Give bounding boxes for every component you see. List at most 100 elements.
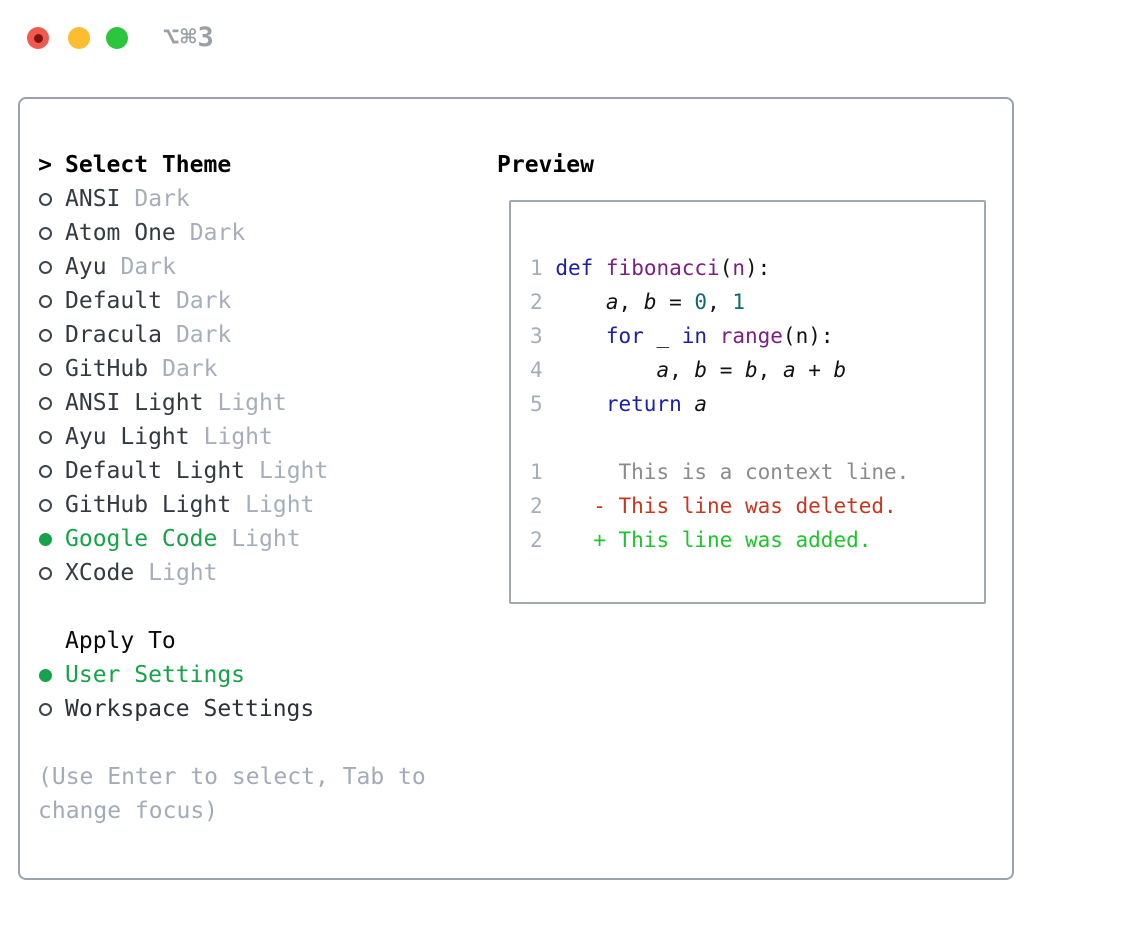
code-token bbox=[593, 256, 606, 280]
theme-name: Google Code bbox=[65, 526, 218, 552]
code-token bbox=[707, 324, 720, 348]
diff-indent bbox=[543, 460, 619, 484]
blank-line bbox=[530, 421, 984, 455]
code-token: , bbox=[707, 290, 733, 314]
diff-preview: 1 This is a context line.2 - This line w… bbox=[530, 455, 984, 557]
radio-icon bbox=[38, 226, 52, 240]
theme-option-google-code[interactable]: Google Code Light bbox=[38, 522, 458, 556]
code-token: b bbox=[745, 358, 758, 382]
radio-icon bbox=[38, 668, 52, 682]
theme-option-dracula[interactable]: Dracula Dark bbox=[38, 318, 458, 352]
theme-variant-badge: Dark bbox=[134, 186, 190, 212]
minimize-button[interactable] bbox=[68, 27, 90, 49]
diff-text: + This line was added. bbox=[593, 528, 872, 552]
radio-icon bbox=[38, 396, 52, 410]
diff-line-context: 1 This is a context line. bbox=[530, 455, 984, 489]
code-token bbox=[543, 324, 606, 348]
apply-option-workspace-settings[interactable]: Workspace Settings bbox=[38, 692, 458, 726]
code-token: ( bbox=[719, 256, 733, 280]
theme-name: Ayu bbox=[65, 254, 107, 280]
apply-to-header: Apply To bbox=[38, 624, 458, 658]
theme-variant-badge: Light bbox=[259, 458, 329, 484]
code-token: , bbox=[757, 358, 783, 382]
theme-variant-badge: Light bbox=[148, 560, 218, 586]
zoom-button[interactable] bbox=[106, 27, 128, 49]
line-number: 4 bbox=[530, 358, 543, 382]
theme-option-xcode[interactable]: XCode Light bbox=[38, 556, 458, 590]
code-token: b bbox=[833, 358, 847, 382]
code-token: b bbox=[643, 290, 657, 314]
theme-name: GitHub bbox=[65, 356, 149, 382]
code-token: _ bbox=[643, 324, 682, 348]
radio-icon bbox=[38, 294, 52, 308]
diff-line-deleted: 2 - This line was deleted. bbox=[530, 489, 984, 523]
theme-option-default-light[interactable]: Default Light Light bbox=[38, 454, 458, 488]
theme-option-atom-one[interactable]: Atom One Dark bbox=[38, 216, 458, 250]
line-number: 2 bbox=[530, 494, 543, 518]
code-token: ) bbox=[745, 256, 758, 280]
theme-variant-badge: Light bbox=[245, 492, 315, 518]
line-number: 5 bbox=[530, 392, 543, 416]
diff-text: This is a context line. bbox=[618, 460, 910, 484]
code-token: b bbox=[694, 358, 708, 382]
code-token: (n): bbox=[782, 324, 834, 348]
radio-icon bbox=[38, 328, 52, 342]
apply-option-user-settings[interactable]: User Settings bbox=[38, 658, 458, 692]
help-text: (Use Enter to select, Tab to change focu… bbox=[38, 764, 426, 824]
close-dot-icon bbox=[33, 33, 43, 43]
diff-line-added: 2 + This line was added. bbox=[530, 523, 984, 557]
preview-box: 1 def fibonacci(n): 2 a, b = 0, 1 3 for _ … bbox=[509, 200, 986, 604]
code-token: for bbox=[605, 324, 644, 348]
radio-icon bbox=[38, 464, 52, 478]
code-token: = bbox=[656, 290, 695, 314]
theme-option-ansi[interactable]: ANSI Dark bbox=[38, 182, 458, 216]
line-number: 2 bbox=[530, 528, 543, 552]
theme-variant-badge: Dark bbox=[162, 356, 218, 382]
code-token: a bbox=[605, 290, 619, 314]
code-token bbox=[543, 290, 606, 314]
theme-option-ayu-light[interactable]: Ayu Light Light bbox=[38, 420, 458, 454]
theme-list-column: > Select Theme ANSI Dark Atom One Dark A… bbox=[38, 148, 458, 828]
theme-variant-badge: Light bbox=[231, 526, 301, 552]
apply-to-title: Apply To bbox=[65, 628, 176, 654]
theme-option-github-light[interactable]: GitHub Light Light bbox=[38, 488, 458, 522]
code-token: 0 bbox=[694, 290, 708, 314]
code-token: range bbox=[719, 324, 783, 348]
diff-indent bbox=[543, 528, 594, 552]
theme-option-ayu[interactable]: Ayu Dark bbox=[38, 250, 458, 284]
apply-option-label: Workspace Settings bbox=[65, 696, 315, 722]
code-token: a bbox=[782, 358, 796, 382]
apply-option-label: User Settings bbox=[65, 662, 246, 688]
theme-variant-badge: Dark bbox=[120, 254, 176, 280]
select-theme-header: > Select Theme bbox=[38, 148, 458, 182]
theme-variant-badge: Light bbox=[217, 390, 287, 416]
apply-to-options-list: User Settings Workspace Settings bbox=[38, 658, 458, 726]
theme-name: ANSI bbox=[65, 186, 121, 212]
theme-option-ansi-light[interactable]: ANSI Light Light bbox=[38, 386, 458, 420]
radio-icon bbox=[38, 498, 52, 512]
radio-icon bbox=[38, 260, 52, 274]
code-token: 1 bbox=[732, 290, 746, 314]
theme-variant-badge: Dark bbox=[175, 288, 232, 314]
close-button[interactable] bbox=[27, 27, 49, 49]
theme-name: ANSI Light bbox=[65, 390, 204, 416]
theme-option-default[interactable]: Default Dark bbox=[38, 284, 458, 318]
code-token: a bbox=[694, 392, 708, 416]
theme-name: Default Light bbox=[65, 458, 246, 484]
select-theme-title: Select Theme bbox=[65, 152, 232, 178]
code-token: fibonacci bbox=[605, 256, 720, 280]
code-token: = bbox=[707, 358, 745, 382]
theme-option-github[interactable]: GitHub Dark bbox=[38, 352, 458, 386]
code-token: n bbox=[732, 256, 746, 280]
theme-variant-badge: Light bbox=[203, 424, 273, 450]
code-token bbox=[682, 392, 695, 416]
code-line: 1 def fibonacci(n): bbox=[530, 251, 984, 285]
window-title: ⌥⌘3 bbox=[163, 22, 215, 53]
code-line: 3 for _ in range(n): bbox=[530, 319, 984, 353]
radio-icon bbox=[38, 532, 52, 546]
line-number: 3 bbox=[530, 324, 543, 348]
code-token: : bbox=[757, 256, 771, 280]
radio-icon bbox=[38, 192, 52, 206]
theme-name: Dracula bbox=[65, 322, 162, 348]
